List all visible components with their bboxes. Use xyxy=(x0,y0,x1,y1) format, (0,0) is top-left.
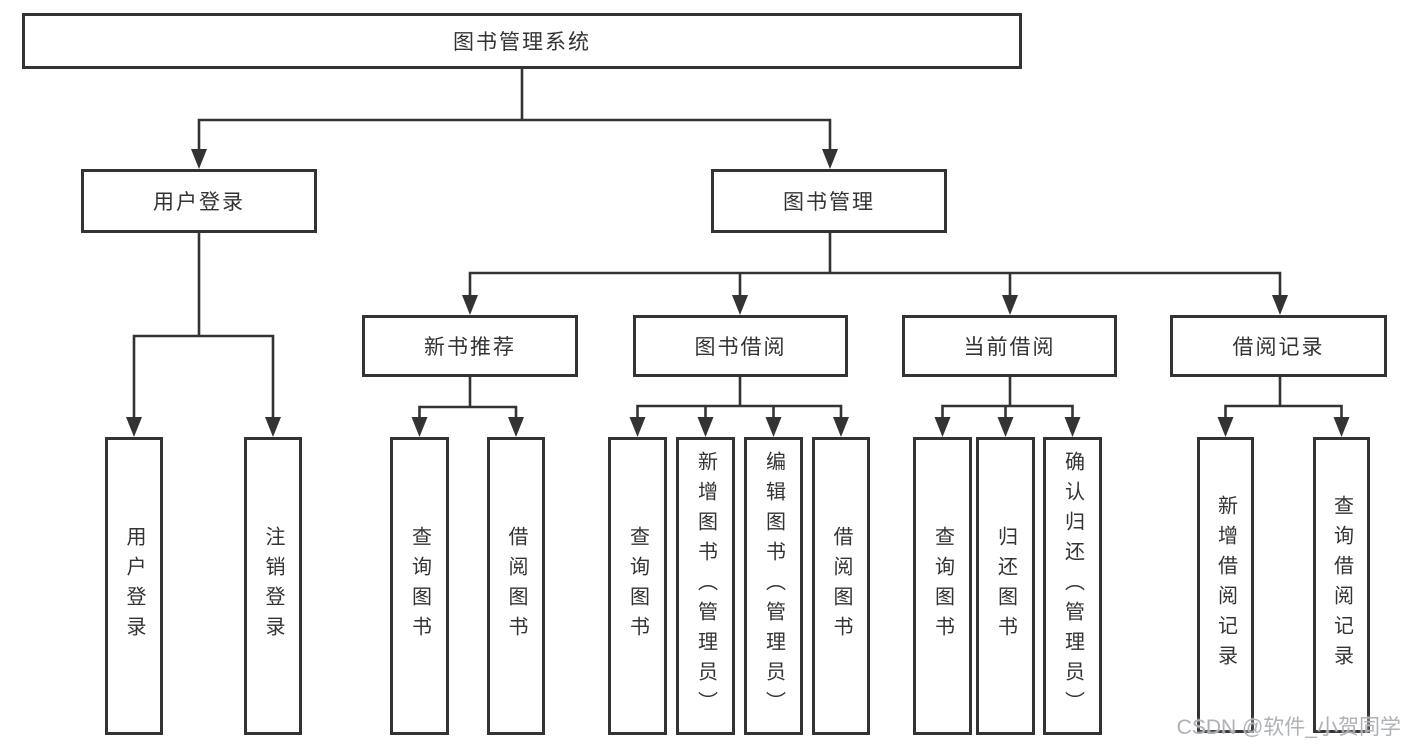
node-new-book-recommend: 新书推荐 xyxy=(362,315,578,377)
leaf-borrow-edit-books-admin-label: 编辑图书（管理员） xyxy=(762,451,785,721)
arrowhead-icons xyxy=(126,149,1350,437)
node-user-login: 用户登录 xyxy=(81,169,317,233)
leaf-borrow-edit-books-admin: 编辑图书（管理员） xyxy=(744,437,803,735)
node-current-borrow: 当前借阅 xyxy=(902,315,1117,377)
leaf-current-return-books: 归还图书 xyxy=(976,437,1035,735)
leaf-newrec-borrow-books: 借阅图书 xyxy=(487,437,545,735)
leaf-user-login: 用户登录 xyxy=(105,437,163,735)
node-book-management-label: 图书管理 xyxy=(783,191,875,214)
node-new-book-recommend-label: 新书推荐 xyxy=(424,336,516,359)
leaf-current-query-books: 查询图书 xyxy=(913,437,972,735)
node-book-borrow: 图书借阅 xyxy=(633,315,848,377)
leaf-current-confirm-return-admin: 确认归还（管理员） xyxy=(1043,437,1102,735)
node-book-borrow-label: 图书借阅 xyxy=(694,336,787,359)
leaf-borrow-query-books: 查询图书 xyxy=(608,437,667,735)
leaf-newrec-borrow-books-label: 借阅图书 xyxy=(505,526,527,646)
node-borrow-records-label: 借阅记录 xyxy=(1232,336,1325,359)
leaf-records-add-record-label: 新增借阅记录 xyxy=(1214,495,1237,675)
leaf-borrow-query-books-label: 查询图书 xyxy=(626,526,649,646)
node-borrow-records: 借阅记录 xyxy=(1170,315,1387,377)
leaf-current-query-books-label: 查询图书 xyxy=(931,526,954,646)
leaf-records-query-record-label: 查询借阅记录 xyxy=(1330,495,1353,675)
leaf-borrow-add-books-admin: 新增图书（管理员） xyxy=(676,437,735,735)
leaf-current-return-books-label: 归还图书 xyxy=(994,526,1017,646)
node-root-label: 图书管理系统 xyxy=(453,31,591,54)
leaf-logout: 注销登录 xyxy=(244,437,302,735)
leaf-records-add-record: 新增借阅记录 xyxy=(1197,437,1254,733)
leaf-borrow-add-books-admin-label: 新增图书（管理员） xyxy=(694,451,717,721)
leaf-borrow-borrow-books: 借阅图书 xyxy=(812,437,870,735)
leaf-borrow-borrow-books-label: 借阅图书 xyxy=(830,526,852,646)
node-root: 图书管理系统 xyxy=(22,13,1022,69)
leaf-user-login-label: 用户登录 xyxy=(123,526,145,646)
watermark: CSDN @软件_小贺同学 xyxy=(1176,716,1401,739)
leaf-logout-label: 注销登录 xyxy=(262,526,284,646)
leaf-newrec-query-books: 查询图书 xyxy=(390,437,449,735)
node-current-borrow-label: 当前借阅 xyxy=(963,336,1056,359)
leaf-records-query-record: 查询借阅记录 xyxy=(1313,437,1370,733)
node-user-login-label: 用户登录 xyxy=(153,191,245,214)
node-book-management: 图书管理 xyxy=(711,169,947,233)
leaf-newrec-query-books-label: 查询图书 xyxy=(408,526,431,646)
leaf-current-confirm-return-admin-label: 确认归还（管理员） xyxy=(1061,451,1084,721)
